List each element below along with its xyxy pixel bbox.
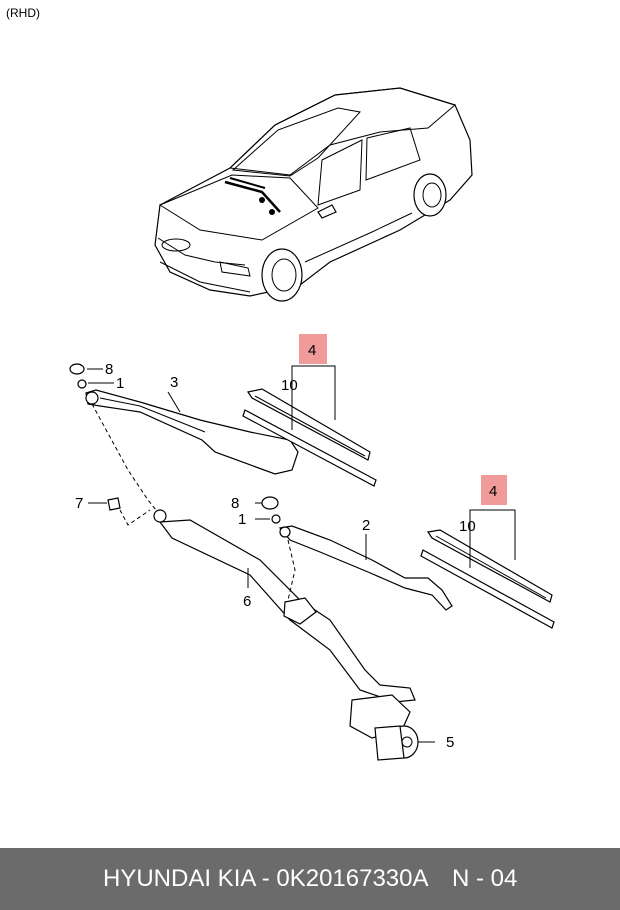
wiper-linkage-6	[91, 403, 416, 703]
nut-1-left	[77, 379, 87, 389]
wiper-blade-upper	[242, 334, 377, 487]
callout-6: 6	[243, 593, 251, 610]
cap-8-right	[261, 496, 279, 510]
cap-8-left	[69, 363, 85, 375]
wiper-motor-5	[349, 694, 435, 761]
leader-lines	[87, 368, 367, 588]
callout-1-upper: 1	[116, 375, 124, 392]
callout-7: 7	[75, 495, 83, 512]
wiper-arm-2	[278, 525, 453, 611]
highlight-box-lower	[481, 475, 507, 505]
callout-2: 2	[362, 517, 370, 534]
footer-bar: HYUNDAI KIA - 0K20167330A N - 04	[0, 848, 620, 910]
page-code-label: N - 04	[452, 865, 518, 892]
callout-8-upper: 8	[105, 361, 113, 378]
callout-8-lower: 8	[231, 495, 239, 512]
wiper-blade-lower	[420, 475, 555, 629]
highlight-box-upper	[299, 334, 327, 364]
callout-4-lower: 4	[489, 483, 497, 500]
part-number-label: HYUNDAI KIA - 0K20167330A	[103, 865, 429, 892]
wiper-parts-diagram: 8 1 3 4 10 7 8 1 2 6 4 10 5	[69, 87, 555, 761]
callout-4-upper: 4	[308, 342, 316, 359]
callout-10-upper: 10	[281, 377, 298, 394]
car-illustration	[154, 87, 473, 302]
callout-10-lower: 10	[459, 518, 476, 535]
nut-7	[107, 497, 121, 511]
callout-5: 5	[446, 734, 454, 751]
rhd-label: (RHD)	[6, 6, 40, 20]
callout-3: 3	[170, 374, 178, 391]
nut-1-right	[271, 514, 281, 524]
callout-1-lower: 1	[238, 511, 246, 528]
